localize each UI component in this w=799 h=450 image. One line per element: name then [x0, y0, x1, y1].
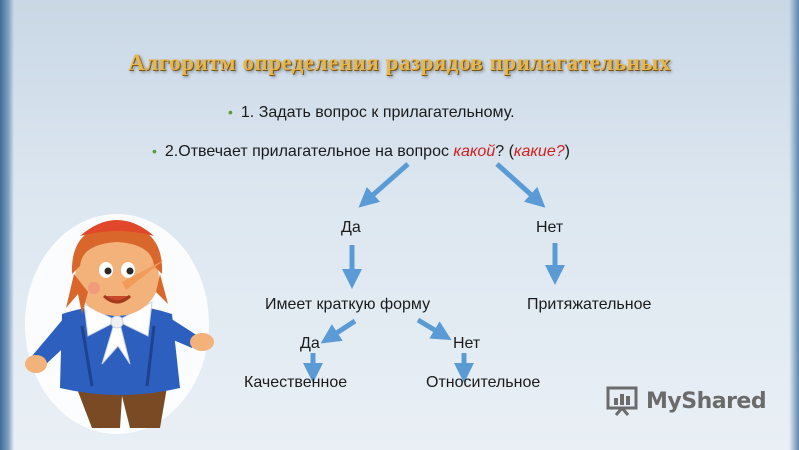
bullet-step-2-suffix: ): [564, 143, 570, 160]
node-yes-2: Да: [300, 335, 320, 352]
bullet-step-2: • 2.Отвечает прилагательное на вопрос как…: [152, 143, 570, 161]
watermark-text: MyShared: [646, 388, 767, 414]
bullet-step-2-prefix: 2.Отвечает прилагательное на вопрос: [164, 143, 454, 160]
node-relative: Относительное: [426, 374, 541, 391]
question-kakoy: какой: [453, 143, 496, 160]
bullet-step-1: • 1. Задать вопрос к прилагательному.: [228, 104, 515, 122]
node-possessive: Притяжательное: [527, 296, 652, 313]
question-kakie: какие?: [513, 143, 565, 160]
bullet-dot-icon: •: [228, 104, 233, 120]
node-no-2: Нет: [453, 335, 481, 352]
arrow-to-yes-2: [320, 318, 357, 344]
bullet-dot-icon: •: [152, 143, 157, 159]
bullet-step-1-text: 1. Задать вопрос к прилагательному.: [240, 104, 515, 121]
slide-left-edge: [0, 0, 14, 450]
node-short-form: Имеет краткую форму: [265, 296, 431, 313]
node-yes-1: Да: [341, 219, 361, 236]
arrow-to-no-1: [495, 162, 546, 208]
pinocchio-illustration: [25, 214, 214, 434]
slide-right-edge: [789, 0, 799, 450]
node-qualitative: Качественное: [244, 374, 348, 391]
watermark: MyShared: [606, 386, 767, 416]
arrow-to-yes-1: [358, 162, 410, 208]
presentation-board-icon: [606, 386, 638, 416]
bullet-step-2-mid: ? (: [495, 143, 514, 160]
arrow-to-no-2: [416, 317, 452, 341]
slide-title: Алгоритм определения разрядов прилагател…: [128, 50, 671, 75]
node-no-1: Нет: [536, 219, 564, 236]
